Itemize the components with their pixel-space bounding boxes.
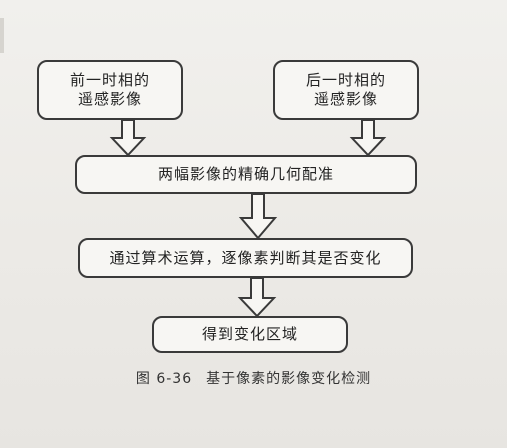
later-image-line2: 遥感影像	[313, 90, 378, 108]
earlier-image-box: 前一时相的 遥感影像	[37, 60, 183, 120]
figure-caption: 图 6-36 基于像素的影像变化检测	[0, 368, 507, 388]
registration-box: 两幅影像的精确几何配准	[75, 155, 417, 194]
arrow-registration-to-comparison	[238, 193, 278, 240]
arrow-earlier-to-registration	[109, 119, 147, 157]
pixel-comparison-box: 通过算术运算，逐像素判断其是否变化	[78, 238, 413, 278]
earlier-image-line1: 前一时相的	[69, 71, 150, 89]
later-image-line1: 后一时相的	[305, 71, 386, 89]
earlier-image-line2: 遥感影像	[77, 90, 142, 108]
arrow-later-to-registration	[349, 119, 387, 157]
later-image-box: 后一时相的 遥感影像	[273, 60, 419, 120]
pixel-comparison-label: 通过算术运算，逐像素判断其是否变化	[109, 248, 382, 267]
figure-number: 图 6-36	[135, 371, 193, 387]
page-edge-tab	[0, 18, 4, 53]
figure-title: 基于像素的影像变化检测	[206, 371, 372, 387]
change-region-box: 得到变化区域	[152, 316, 348, 353]
registration-label: 两幅影像的精确几何配准	[157, 165, 334, 183]
arrow-comparison-to-result	[237, 277, 277, 318]
change-region-label: 得到变化区域	[201, 325, 298, 343]
